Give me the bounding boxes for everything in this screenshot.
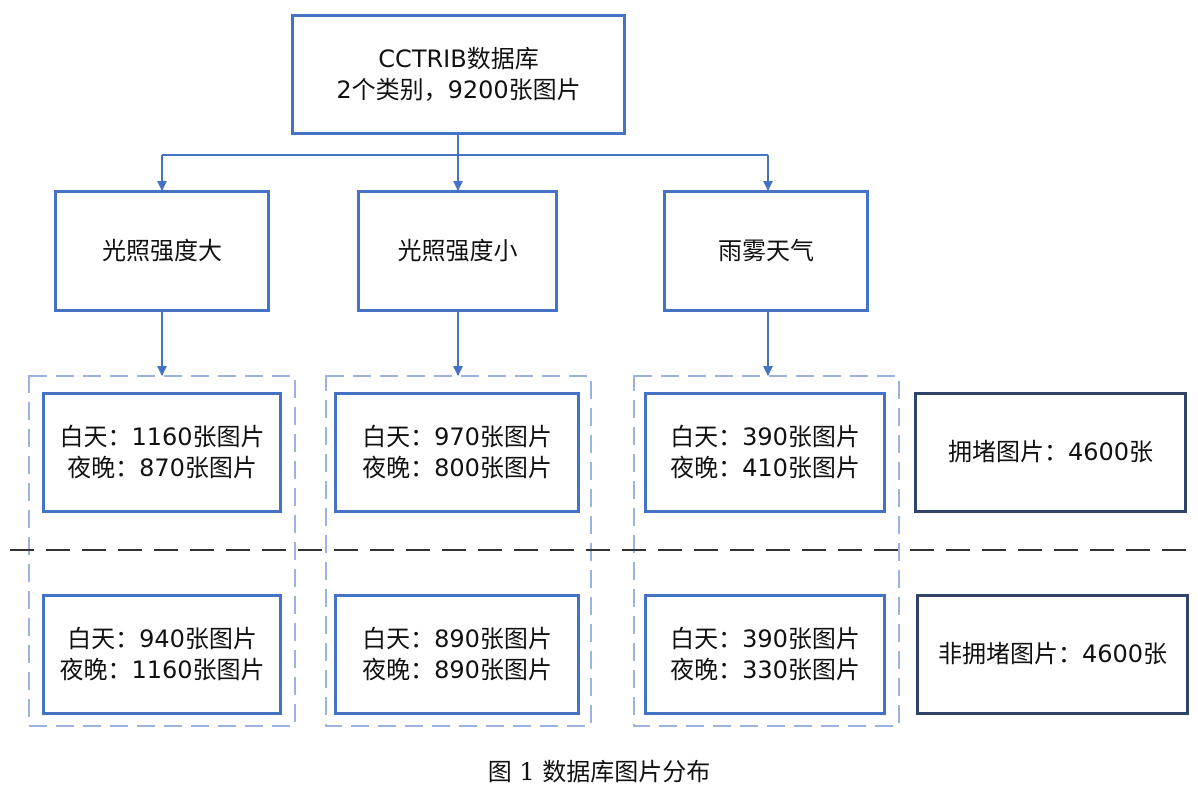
- night-count: 夜晚：330张图片: [670, 655, 860, 684]
- category-label: 光照强度小: [397, 236, 518, 265]
- count-box-strong-light-non-congested: 白天：940张图片 夜晚：1160张图片: [42, 594, 282, 715]
- class-label: 拥堵图片：4600张: [947, 438, 1154, 466]
- count-box-weak-light-non-congested: 白天：890张图片 夜晚：890张图片: [334, 594, 580, 715]
- day-count: 白天：890张图片: [362, 624, 552, 653]
- day-count: 白天：940张图片: [67, 624, 257, 653]
- night-count: 夜晚：870张图片: [67, 453, 257, 482]
- night-count: 夜晚：800张图片: [362, 453, 552, 482]
- night-count: 夜晚：890张图片: [362, 655, 552, 684]
- night-count: 夜晚：1160张图片: [59, 655, 265, 684]
- category-label: 雨雾天气: [718, 236, 814, 265]
- figure-caption: 图 1 数据库图片分布: [487, 758, 711, 786]
- root-title: CCTRIB数据库: [378, 44, 539, 73]
- root-box: CCTRIB数据库 2个类别，9200张图片: [291, 14, 626, 135]
- count-box-rain-fog-non-congested: 白天：390张图片 夜晚：330张图片: [644, 594, 886, 715]
- day-count: 白天：970张图片: [362, 422, 552, 451]
- day-count: 白天：1160张图片: [59, 422, 265, 451]
- count-box-strong-light-congested: 白天：1160张图片 夜晚：870张图片: [42, 392, 282, 513]
- day-count: 白天：390张图片: [670, 422, 860, 451]
- category-box-rain-fog: 雨雾天气: [663, 190, 869, 312]
- count-box-weak-light-congested: 白天：970张图片 夜晚：800张图片: [334, 392, 580, 513]
- category-box-strong-light: 光照强度大: [54, 190, 270, 312]
- count-box-rain-fog-congested: 白天：390张图片 夜晚：410张图片: [644, 392, 886, 513]
- category-label: 光照强度大: [102, 236, 222, 265]
- class-box-non-congested: 非拥堵图片：4600张: [916, 594, 1189, 715]
- root-summary: 2个类别，9200张图片: [336, 75, 581, 104]
- night-count: 夜晚：410张图片: [670, 453, 860, 482]
- day-count: 白天：390张图片: [670, 624, 860, 653]
- class-box-congested: 拥堵图片：4600张: [914, 392, 1187, 513]
- class-label: 非拥堵图片：4600张: [937, 640, 1168, 668]
- category-box-weak-light: 光照强度小: [357, 190, 558, 312]
